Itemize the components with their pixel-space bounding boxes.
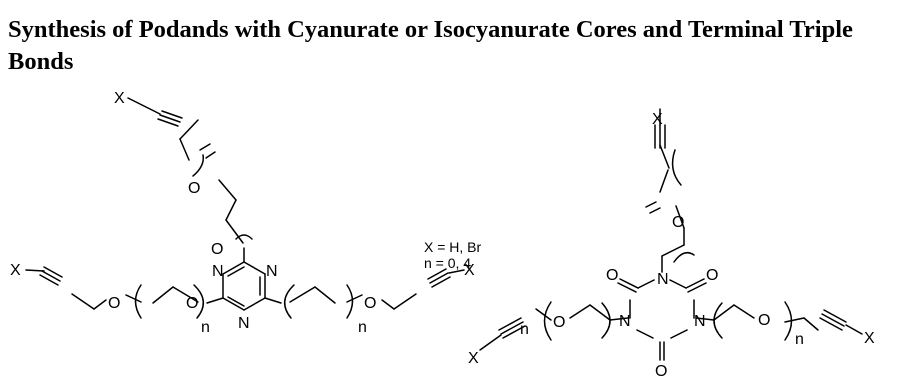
triazine-nitrogen-right: N [266,263,278,280]
iso-carbonyl-oxygen-left: O [606,267,618,284]
substituent-x-right: X [464,262,475,279]
isocyanurate-podand: X O N O O N N O O n X O n X [468,108,875,380]
page-title: Synthesis of Podands with Cyanurate or I… [8,16,853,75]
oxygen-top-inner: O [211,241,223,258]
oxygen-top-outer: O [188,180,200,197]
iso-oxygen-right: O [758,312,770,329]
iso-substituent-x-left: X [468,350,479,367]
oxygen-left-inner: O [186,295,198,312]
iso-oxygen-left: O [553,314,565,331]
iso-repeat-n-right: n [795,331,804,348]
oxygen-left-outer: O [108,295,120,312]
iso-oxygen-top: O [672,214,684,231]
iso-nitrogen-right: N [694,313,706,330]
triazine-nitrogen-bottom: N [238,315,250,332]
iso-carbonyl-oxygen-bottom: O [655,363,667,380]
legend-repeat: n = 0, 4 [424,255,471,271]
triazine-nitrogen-left: N [212,263,224,280]
repeat-n-left: n [201,319,210,336]
iso-nitrogen-left: N [619,313,631,330]
substituent-x-top: X [114,90,125,107]
legend-substituent: X = H, Br [424,239,482,255]
iso-carbonyl-oxygen-right: O [706,267,718,284]
iso-substituent-x-right: X [864,330,875,347]
iso-repeat-n-left: n [520,321,529,338]
iso-nitrogen-top: N [657,271,669,288]
repeat-n-right: n [358,319,367,336]
iso-substituent-x-top: X [652,111,663,128]
cyanurate-podand: X O O N N N X O O n O X n [10,90,475,336]
oxygen-right-outer: O [364,295,376,312]
substituent-x-left: X [10,262,21,279]
